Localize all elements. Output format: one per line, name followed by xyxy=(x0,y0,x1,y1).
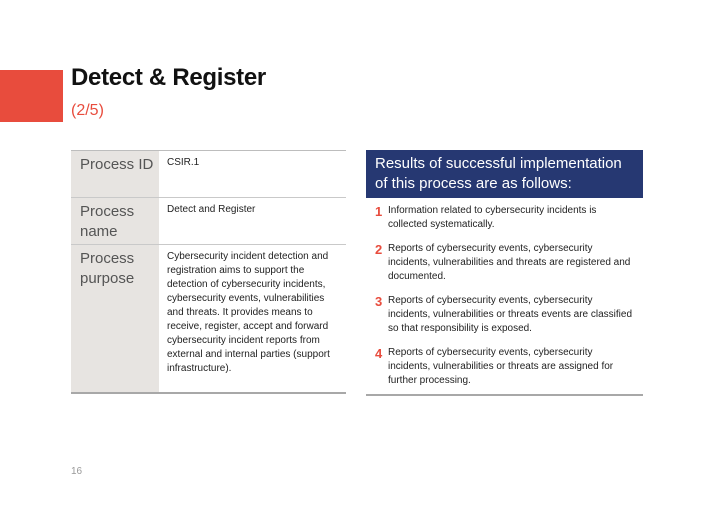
page-number: 16 xyxy=(71,466,83,477)
result-number: 3 xyxy=(375,294,383,309)
process-id-label: Process ID xyxy=(71,151,159,197)
process-table: Process ID CSIR.1 Process name Detect an… xyxy=(71,150,346,394)
result-text: Information related to cybersecurity inc… xyxy=(388,205,597,230)
accent-bar xyxy=(0,70,63,122)
table-row: Process ID CSIR.1 xyxy=(71,151,346,198)
page-title: Detect & Register xyxy=(71,64,266,91)
page-subtitle: (2/5) xyxy=(71,102,104,119)
result-number: 2 xyxy=(375,242,383,257)
results-panel: Results of successful implementation of … xyxy=(366,150,643,396)
list-item: 1 Information related to cybersecurity i… xyxy=(375,204,635,232)
result-text: Reports of cybersecurity events, cyberse… xyxy=(388,347,614,386)
result-text: Reports of cybersecurity events, cyberse… xyxy=(388,295,633,334)
process-name-label: Process name xyxy=(71,198,159,244)
process-purpose-value: Cybersecurity incident detection and reg… xyxy=(167,251,330,374)
process-purpose-label: Process purpose xyxy=(71,245,159,392)
result-text: Reports of cybersecurity events, cyberse… xyxy=(388,243,631,282)
process-id-value: CSIR.1 xyxy=(167,157,200,168)
process-name-value: Detect and Register xyxy=(167,204,256,215)
result-number: 4 xyxy=(375,346,383,361)
list-item: 4 Reports of cybersecurity events, cyber… xyxy=(375,346,635,388)
results-list: 1 Information related to cybersecurity i… xyxy=(366,198,643,394)
table-row: Process purpose Cybersecurity incident d… xyxy=(71,245,346,392)
list-item: 3 Reports of cybersecurity events, cyber… xyxy=(375,294,635,336)
table-row: Process name Detect and Register xyxy=(71,198,346,245)
list-item: 2 Reports of cybersecurity events, cyber… xyxy=(375,242,635,284)
results-header: Results of successful implementation of … xyxy=(366,150,643,198)
result-number: 1 xyxy=(375,204,383,219)
